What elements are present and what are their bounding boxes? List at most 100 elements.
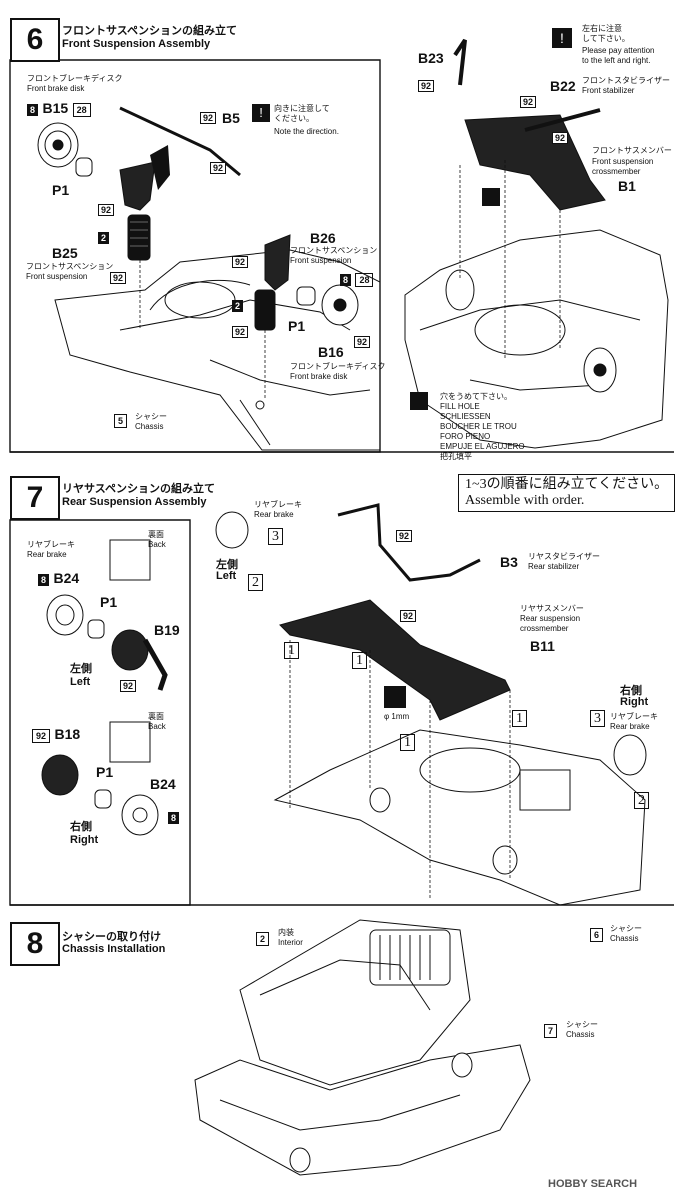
rear-brake-en-left: Rear brake (254, 510, 294, 519)
num92-j: 92 (552, 132, 569, 144)
num8-badge-right: 8 (340, 274, 352, 286)
part-b23: B23 (418, 50, 444, 66)
left-ja-inset: 左側 (70, 663, 92, 675)
num2-badge-a: 2 (98, 232, 110, 244)
part-b24-label: B24 (53, 570, 80, 586)
right-ja-inset: 右側 (70, 821, 92, 833)
left-en-main: Left (216, 570, 237, 582)
step7-chassis (273, 729, 646, 906)
num28-badge: 28 (72, 103, 91, 117)
front-suspension-left (37, 122, 156, 261)
lr-note-ja-2: して下さい。 (582, 34, 630, 43)
fill-hole-fr: BOUCHER LE TROU (440, 422, 517, 431)
rear-crossmember-en-1: Rear suspension (520, 614, 581, 623)
num92-g: 92 (354, 336, 371, 348)
part-badges-right: 8 28 (340, 270, 374, 288)
crossmember-ja: フロントサスメンバー (592, 146, 672, 155)
chassis5-ja: シャシー (135, 412, 167, 421)
num2-badge-b: 2 (232, 300, 244, 312)
front-suspension-right (254, 234, 359, 331)
guide-lines-6 (139, 160, 561, 400)
step7-title-en: Rear Suspension Assembly (62, 496, 207, 508)
brake-disk-en-right: Front brake disk (290, 372, 348, 381)
fill-hole-zh: 把孔填平 (440, 452, 472, 461)
num8-badge-b24: 8 (38, 574, 50, 586)
fill-hole-en: FILL HOLE (440, 402, 480, 411)
caution-icon-lr: ! (552, 28, 572, 48)
num92-d: 92 (210, 162, 227, 174)
interior-en: Interior (278, 938, 303, 947)
part-b25: B25 (52, 245, 78, 261)
crossmember-en-1: Front suspension (592, 157, 654, 166)
chassis7-ja: シャシー (566, 1020, 598, 1029)
rear-crossmember-ja: リヤサスメンバー (520, 604, 584, 613)
order-1-c: 1 (400, 734, 415, 751)
step8-interior (239, 919, 471, 1086)
order-3-right: 3 (590, 710, 605, 727)
step6-number: 6 (10, 18, 60, 62)
step7-title-ja: リヤサスペンションの組み立て (62, 483, 216, 495)
part-b16: B16 (318, 344, 344, 360)
step8-title-ja: シャシーの取り付け (62, 931, 161, 943)
part-b3: B3 (500, 554, 518, 570)
num92-h: 92 (418, 80, 435, 92)
step6-frame (9, 59, 674, 453)
step8-title-en: Chassis Installation (62, 943, 166, 955)
direction-note-en: Note the direction. (274, 127, 339, 136)
num8-badge-bottom: 8 (168, 812, 180, 824)
part-b18: B18 (54, 726, 81, 742)
back-view-boxes (109, 539, 151, 763)
guide-lines-7 (289, 640, 511, 900)
part-p1-left: P1 (52, 182, 70, 198)
rear-brake-ja-inset: リヤブレーキ (27, 540, 75, 549)
order-1-a: 1 (284, 642, 299, 659)
back-en-1: Back (148, 540, 166, 549)
back-ja-2: 裏面 (148, 712, 164, 721)
interior-ja: 内装 (278, 928, 294, 937)
order-1-b: 1 (352, 652, 367, 669)
order-3-left: 3 (268, 528, 283, 545)
watermark: HOBBY SEARCH (548, 1178, 638, 1190)
caution-icon: ! (252, 104, 270, 122)
fill-hole-note: 穴をうめて下さい。 FILL HOLE SCHLIESSEN BOUCHER L… (440, 392, 525, 462)
fill-hole-icon-1 (482, 188, 500, 206)
rear-crossmember-en-2: crossmember (520, 624, 569, 633)
fill-hole-icon-2 (410, 392, 428, 410)
part-b18-group: 92 B18 (32, 726, 80, 744)
num7-badge: 7 (544, 1024, 558, 1038)
order-2-left: 2 (248, 574, 263, 591)
order-note-ja: 1~3の順番に組み立てください。 (465, 477, 669, 492)
brake-disk-label-ja: フロントブレーキディスク (27, 74, 123, 83)
num5-badge: 5 (114, 414, 128, 428)
num92-m: 92 (400, 610, 417, 622)
part-b15: B15 (42, 100, 69, 116)
num92-k: 92 (120, 680, 137, 692)
front-susp-ja-right: フロントサスペンション (290, 246, 378, 255)
rear-brake-right (41, 754, 159, 836)
direction-note-ja-1: 向きに注意して (274, 104, 330, 113)
part-b15-group: 8 B15 28 (27, 100, 91, 118)
num92-i: 92 (520, 96, 537, 108)
step6-title-ja: フロントサスペンションの組み立て (62, 25, 238, 37)
lr-note-en-1: Please pay attention (582, 46, 655, 55)
brake-disk-label-en: Front brake disk (27, 84, 85, 93)
rear-brake-en-right: Rear brake (610, 722, 650, 731)
part-b1: B1 (618, 178, 636, 194)
stabilizer-ja: フロントスタビライザー (582, 76, 670, 85)
lr-note-ja-1: 左右に注意 (582, 24, 622, 33)
num92-b18: 92 (32, 729, 51, 743)
chassis7-en: Chassis (566, 1030, 595, 1039)
left-en-inset: Left (70, 676, 91, 688)
right-ja-main: 右側 (620, 685, 642, 697)
step7-number: 7 (10, 476, 60, 520)
back-en-2: Back (148, 722, 166, 731)
order-note-en: Assemble with order. (465, 493, 585, 508)
left-ja-main: 左側 (216, 559, 238, 571)
rear-brake-ja-right: リヤブレーキ (610, 712, 658, 721)
front-susp-en-right: Front suspension (290, 256, 352, 265)
chassis5-en: Chassis (135, 422, 164, 431)
front-bracket (150, 145, 170, 190)
rear-brake-ja-left: リヤブレーキ (254, 500, 302, 509)
chassis6-ja: シャシー (610, 924, 642, 933)
